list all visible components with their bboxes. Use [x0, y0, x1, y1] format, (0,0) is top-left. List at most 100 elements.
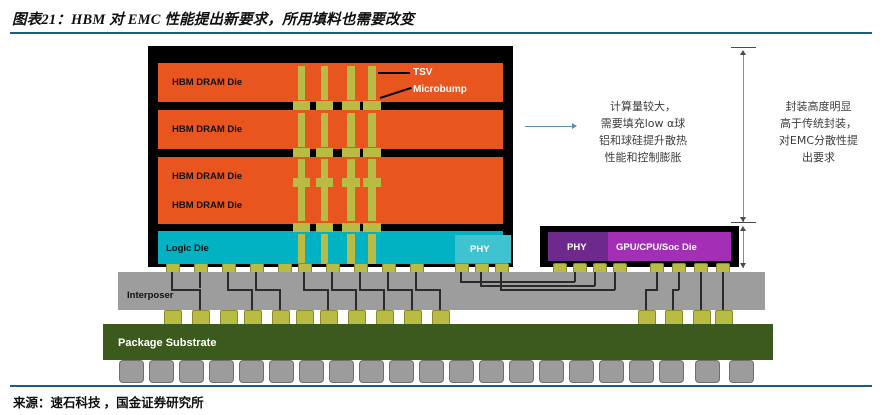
- center-annotation: 计算量较大， 需要填充low α球 铝和球硅提升散热 性能和控制膨胀: [588, 98, 698, 166]
- microbump-c1-r4: [293, 223, 310, 232]
- microbump-c1-r1: [293, 101, 310, 110]
- source-note: 来源：速石科技 ，国金证券研究所: [13, 396, 204, 410]
- interposer-trace-15: [331, 289, 357, 291]
- soc-die-label: GPU/CPU/Soc Die: [616, 242, 697, 253]
- microbump-c2-r1: [316, 101, 333, 110]
- center-note-pointer-line: [525, 126, 573, 128]
- hbm-phy-label: PHY: [470, 244, 490, 255]
- interposer-trace-8: [255, 272, 257, 290]
- right-annotation-line-4: 出要求: [802, 151, 835, 165]
- tsv-c2-t4: [321, 188, 328, 221]
- interposer-trace-17: [359, 272, 361, 290]
- tsv-c2-t5: [321, 234, 328, 264]
- right-annotation-line-1: 封装高度明显: [785, 100, 852, 113]
- bga-ball-3: [179, 360, 204, 383]
- bga-ball-17: [599, 360, 624, 383]
- soc-trace-6: [672, 289, 674, 311]
- microbump-c3-r4: [342, 223, 360, 232]
- phy-interconnect-2: [460, 281, 575, 283]
- microbump-callout-label: Microbump: [413, 84, 467, 95]
- interposer-trace-12: [303, 289, 329, 291]
- tsv-c1-t3: [298, 159, 305, 193]
- soc-trace-4: [678, 272, 680, 290]
- bga-ball-14: [509, 360, 534, 383]
- center-annotation-line-3: 铝和球硅提升散热: [599, 134, 687, 148]
- soc-trace-2: [645, 289, 658, 291]
- interposer-trace-10: [279, 289, 281, 311]
- microbump-c3-r1: [342, 101, 360, 110]
- interposer-trace-20: [387, 272, 389, 290]
- tsv-callout-label: TSV: [413, 67, 433, 78]
- bga-ball-4: [209, 360, 234, 383]
- logic-die-label: Logic Die: [166, 243, 209, 254]
- hbm-dram-die-3-label: HBM DRAM Die: [172, 171, 243, 182]
- bga-ball-9: [359, 360, 384, 383]
- tsv-c4-t3: [368, 159, 376, 193]
- microbump-c2-r4: [316, 223, 333, 232]
- microbump-c1-r2: [293, 148, 310, 157]
- package-height-line: [743, 52, 745, 222]
- footer-divider: [10, 385, 872, 387]
- microbump-c3-r2: [342, 148, 360, 157]
- interposer-label: Interposer: [127, 290, 174, 301]
- center-annotation-line-1: 计算量较大，: [610, 100, 676, 113]
- soc-trace-8: [700, 289, 702, 311]
- interposer-trace-16: [355, 289, 357, 311]
- right-annotation: 封装高度明显 高于传统封装， 对EMC分散性提 出要求: [766, 98, 871, 166]
- bga-ball-18: [629, 360, 654, 383]
- package-height-top-cap: [731, 47, 756, 49]
- soc-height-arrow-top: [740, 226, 746, 231]
- right-annotation-line-2: 高于传统封装，: [780, 117, 857, 131]
- hbm-dram-die-4-label: HBM DRAM Die: [172, 200, 243, 211]
- bga-ball-1: [119, 360, 144, 383]
- package-substrate-label: Package Substrate: [118, 337, 217, 349]
- tsv-c4-t4: [368, 188, 376, 221]
- interposer-trace-3: [199, 289, 201, 311]
- interposer-trace-25: [439, 289, 441, 311]
- tsv-c2-t1: [321, 66, 328, 100]
- tsv-c3-t4: [347, 188, 355, 221]
- bga-ball-7: [299, 360, 324, 383]
- phy-interconnect-3: [574, 272, 576, 282]
- interposer-trace-1: [171, 272, 173, 290]
- bga-ball-12: [449, 360, 474, 383]
- interposer-trace-21: [387, 289, 413, 291]
- tsv-c4-t5: [368, 234, 376, 264]
- microbump-c2-r2: [316, 148, 333, 157]
- tsv-c1-t4: [298, 188, 305, 221]
- microbump-c4-r2: [363, 148, 381, 157]
- phy-interconnect-9: [614, 272, 616, 290]
- bga-ball-20: [695, 360, 720, 383]
- phy-interconnect-6: [594, 272, 596, 286]
- package-substrate: [103, 324, 773, 360]
- bga-ball-10: [389, 360, 414, 383]
- tsv-c4-t2: [368, 113, 376, 147]
- hbm-dram-die-1: [158, 63, 503, 102]
- package-height-arrow-bottom: [740, 217, 746, 222]
- bga-ball-15: [539, 360, 564, 383]
- interposer-trace-19: [383, 289, 385, 311]
- bga-ball-16: [569, 360, 594, 383]
- soc-trace-10: [722, 289, 724, 311]
- tsv-c1-t2: [298, 113, 305, 147]
- interposer-trace-13: [327, 289, 329, 311]
- interposer-trace-22: [411, 289, 413, 311]
- hbm-dram-die-4: [158, 186, 503, 224]
- center-note-pointer-arrow: [572, 123, 577, 129]
- phy-interconnect-5: [480, 285, 595, 287]
- microbump-c3-r3: [342, 178, 360, 187]
- hbm-dram-die-2: [158, 110, 503, 149]
- hbm-phy-block: [455, 235, 511, 263]
- soc-trace-1: [656, 272, 658, 290]
- bga-ball-2: [149, 360, 174, 383]
- tsv-leader-line: [378, 72, 410, 74]
- hbm-dram-die-1-label: HBM DRAM Die: [172, 77, 243, 88]
- title-divider: [10, 32, 872, 34]
- tsv-c3-t5: [347, 234, 355, 264]
- bga-ball-19: [659, 360, 684, 383]
- soc-trace-3: [645, 289, 647, 311]
- bga-ball-13: [479, 360, 504, 383]
- phy-interconnect-1: [460, 272, 462, 282]
- page-title: 图表21：HBM 对 EMC 性能提出新要求，所用填料也需要改变: [12, 12, 415, 28]
- logic-die: [158, 231, 503, 264]
